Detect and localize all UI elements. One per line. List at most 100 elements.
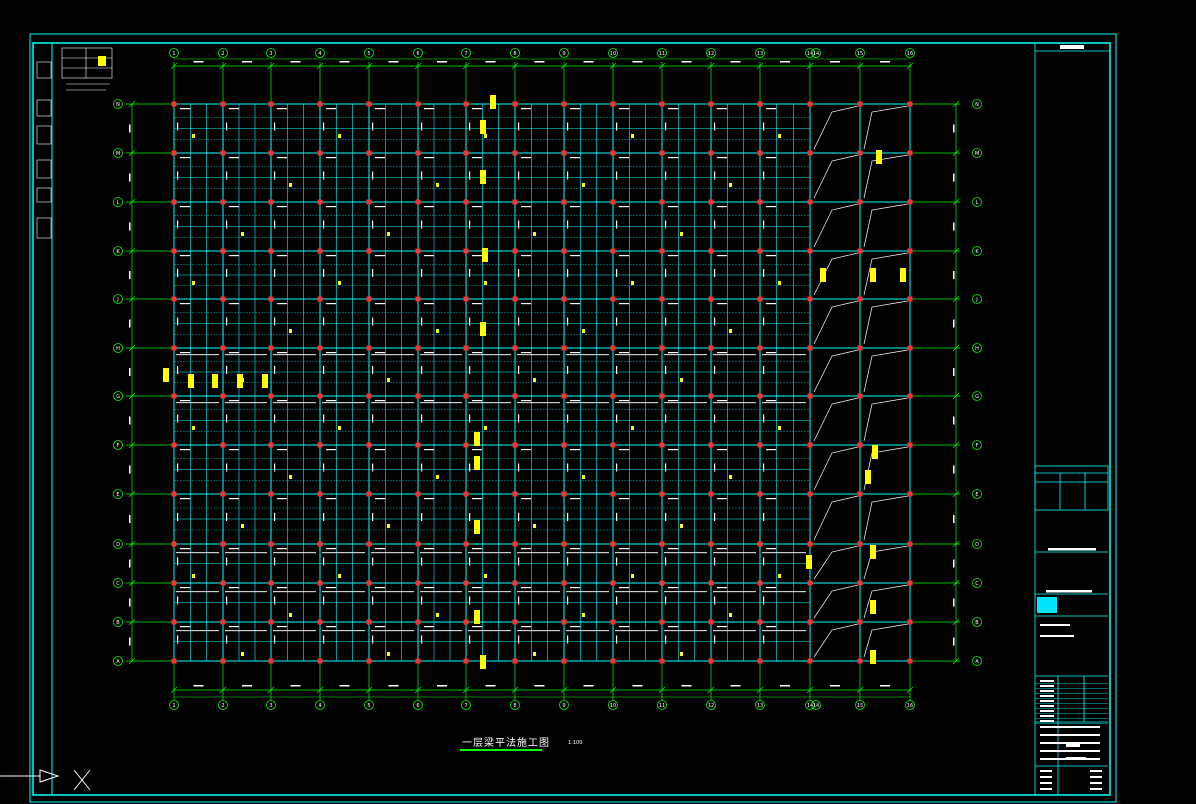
column xyxy=(268,150,274,156)
beam-label-mark xyxy=(375,400,385,402)
column xyxy=(366,296,372,302)
column-axis-bubble-label: 16 xyxy=(907,51,913,57)
beam-label-mark xyxy=(616,171,618,180)
dimension-value xyxy=(485,61,496,63)
dimension-tick xyxy=(128,344,136,352)
dimension-value xyxy=(534,61,545,63)
beam-label-mark xyxy=(326,548,336,550)
beam-label-mark xyxy=(420,591,462,593)
yellow-annotation xyxy=(241,524,244,528)
column xyxy=(858,102,862,106)
beam-label-mark xyxy=(372,366,374,374)
column xyxy=(708,199,714,205)
dimension-tick xyxy=(609,686,617,694)
beam-label-mark xyxy=(521,303,531,305)
beam-label-mark xyxy=(521,400,531,402)
row-axis-bubble-circle xyxy=(113,489,123,499)
beam-label-mark xyxy=(567,171,569,180)
yellow-annotation xyxy=(729,329,732,333)
dimension-tick xyxy=(128,618,136,626)
dimension-value xyxy=(129,515,131,523)
dimension-tick xyxy=(806,686,814,694)
column xyxy=(807,150,813,156)
yellow-annotation xyxy=(900,268,906,282)
beam-label-mark xyxy=(472,108,482,110)
beam-label-mark xyxy=(714,317,716,326)
column xyxy=(907,619,913,625)
beam-label-mark xyxy=(424,449,434,451)
column xyxy=(610,150,616,156)
beam-label-mark xyxy=(176,591,219,593)
beam-label-mark xyxy=(469,122,471,131)
beam-label-mark xyxy=(518,122,520,131)
column xyxy=(268,393,274,399)
beam-label-mark xyxy=(372,220,374,229)
column xyxy=(268,101,274,107)
beam-label-mark xyxy=(518,635,520,644)
beam-layout xyxy=(173,103,911,662)
beam-label-mark xyxy=(472,352,482,354)
beam-label-mark xyxy=(619,303,629,305)
column xyxy=(659,658,665,664)
column xyxy=(659,541,665,547)
beam-label-mark xyxy=(372,122,374,131)
beam-label-mark xyxy=(567,596,569,605)
yellow-annotation xyxy=(241,378,244,382)
column xyxy=(858,659,862,663)
beam-label-mark xyxy=(469,220,471,229)
yellow-annotation xyxy=(289,475,292,479)
dimension-value xyxy=(339,61,350,63)
beam-label-mark xyxy=(763,317,765,326)
column-axis-bubble-circle xyxy=(855,48,865,58)
beam-label-mark xyxy=(763,269,765,277)
beam-label-mark xyxy=(177,269,179,277)
column xyxy=(317,199,323,205)
yellow-annotation xyxy=(387,652,390,656)
beam-label-mark xyxy=(762,354,806,356)
beam-label-mark xyxy=(566,552,609,554)
column xyxy=(220,658,226,664)
row-axis-bubble-label: M xyxy=(116,151,120,157)
dimension-tick xyxy=(952,618,960,626)
beam-label-mark xyxy=(665,463,667,472)
column xyxy=(317,296,323,302)
title-block-text xyxy=(1040,680,1054,682)
column xyxy=(463,248,469,254)
beam-label-mark xyxy=(469,414,471,423)
column-axis-bubble-circle xyxy=(559,700,569,710)
column xyxy=(858,492,862,496)
column-axis-bubble-label: 7 xyxy=(464,51,467,57)
column xyxy=(317,491,323,497)
dimension-tick xyxy=(365,62,373,70)
beam-label-mark xyxy=(517,402,560,404)
column xyxy=(415,393,421,399)
dimension-value xyxy=(129,271,131,279)
beam-label-mark xyxy=(323,220,325,229)
yellow-annotation xyxy=(241,652,244,656)
row-axis-bubble-label: J xyxy=(116,297,118,303)
column xyxy=(907,150,913,156)
ramp-slope-line xyxy=(863,300,909,345)
beam-label-mark xyxy=(518,557,520,566)
column xyxy=(512,619,518,625)
yellow-annotation xyxy=(212,374,218,388)
beam-label-mark xyxy=(717,587,727,589)
row-axis-bubble-label: E xyxy=(116,492,119,498)
beam-label-mark xyxy=(567,513,569,521)
yellow-annotation xyxy=(484,574,487,578)
beam-label-mark xyxy=(277,157,287,159)
row-axis-bubble-label: N xyxy=(975,102,979,108)
ramp-slope-line xyxy=(813,545,859,580)
column-axis-bubble-label: 13 xyxy=(757,703,763,709)
yellow-annotation xyxy=(480,120,486,134)
column-axis-bubble-circle xyxy=(510,48,520,58)
beam-label-mark xyxy=(229,108,239,110)
yellow-annotation xyxy=(484,134,487,138)
column-axis-bubble-label: 4 xyxy=(318,703,321,709)
beam-label-mark xyxy=(273,552,316,554)
beam-label-mark xyxy=(668,400,678,402)
beam-label-mark xyxy=(180,548,190,550)
beam-label-mark xyxy=(322,354,365,356)
column xyxy=(757,619,763,625)
